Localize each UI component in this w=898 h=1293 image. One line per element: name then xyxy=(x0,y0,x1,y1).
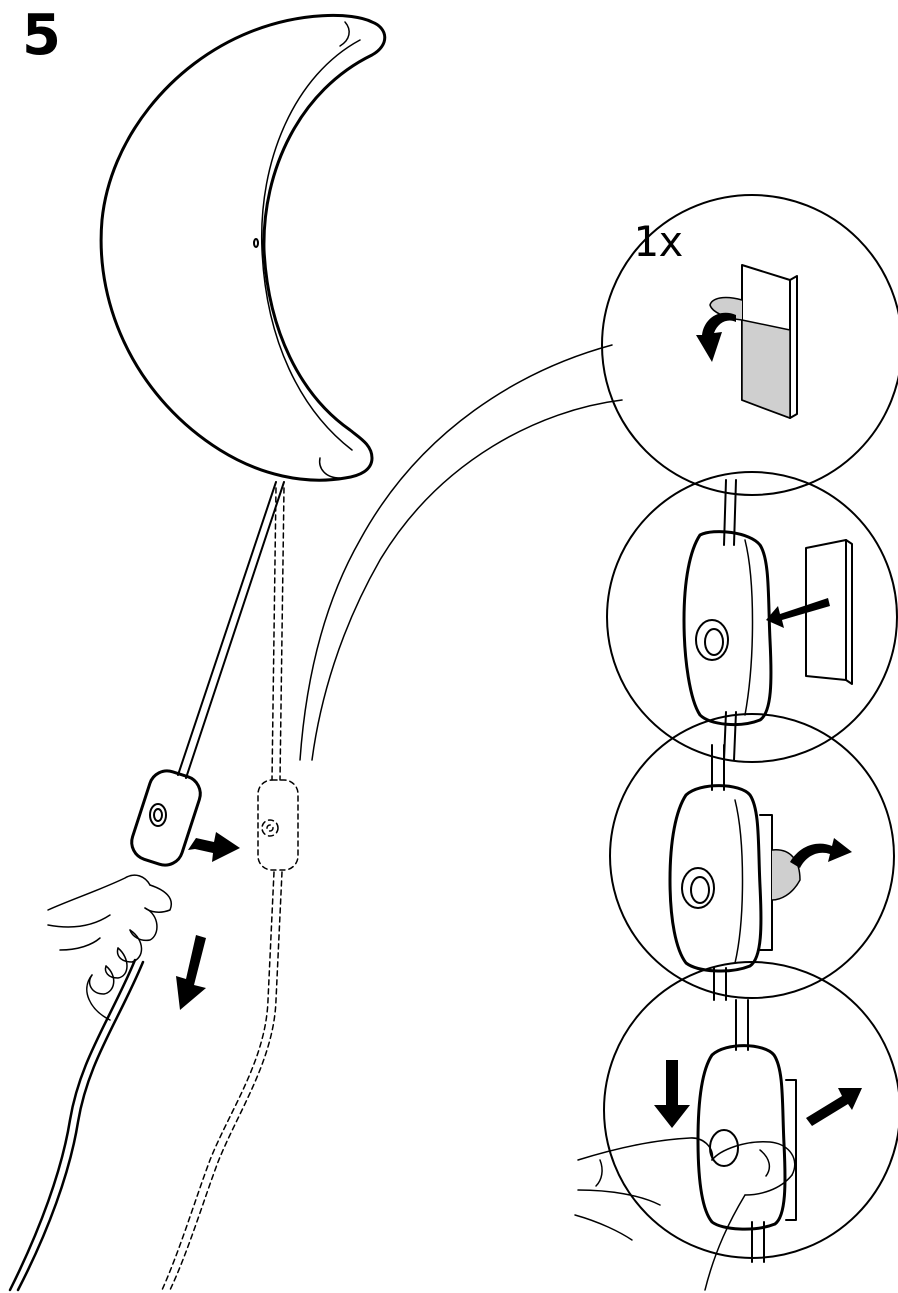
quantity-label: 1x xyxy=(633,217,684,266)
detail-peel-second xyxy=(609,713,895,1001)
pull-down-arrow-icon xyxy=(176,935,206,1010)
push-arrow-icon xyxy=(188,832,240,862)
ghost-cord-dashed xyxy=(161,487,299,1291)
detail-peel-backing: 1x xyxy=(601,194,898,496)
detail-attach-strip xyxy=(606,471,898,763)
curved-arrow-icon xyxy=(790,838,852,868)
hand-icon xyxy=(47,874,172,1021)
adhesive-strip-icon xyxy=(709,264,798,419)
press-down-arrow-icon xyxy=(654,1060,690,1128)
attach-arrow-icon xyxy=(766,598,830,628)
crescent-moon-lamp-icon xyxy=(99,13,387,482)
leader-curve xyxy=(299,344,623,761)
detail-press-to-wall xyxy=(574,961,898,1291)
curved-arrow-icon xyxy=(696,312,736,362)
lamp-cord-upper xyxy=(177,481,285,779)
hand-icon xyxy=(574,1137,796,1291)
cord-switch-icon xyxy=(130,769,202,867)
step-number: 5 xyxy=(22,3,61,68)
press-in-arrow-icon xyxy=(806,1088,862,1126)
lamp-cord-lower xyxy=(8,958,145,1292)
